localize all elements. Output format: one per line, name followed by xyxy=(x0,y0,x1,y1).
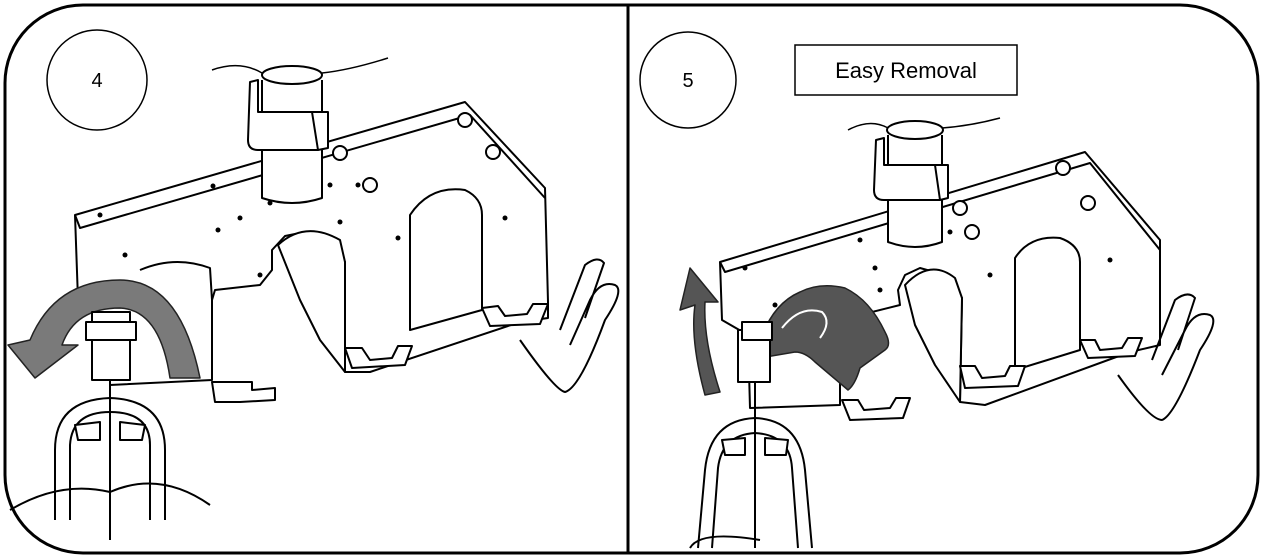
step-5-number: 5 xyxy=(682,70,693,92)
step-5-circle xyxy=(639,31,737,129)
cutout-left xyxy=(139,260,213,301)
wire-clip-4 xyxy=(519,258,620,393)
finger-5 xyxy=(689,535,761,549)
gloved-hand-icon xyxy=(754,285,890,391)
panel-step-4 xyxy=(7,29,620,540)
outer-frame xyxy=(3,3,1260,555)
plate-holes xyxy=(97,182,508,278)
cutout-right-5 xyxy=(1014,236,1081,371)
foot-middle-5 xyxy=(959,365,1026,389)
foot-middle xyxy=(344,345,413,369)
cutout-right xyxy=(409,188,483,331)
cutout-middle-5 xyxy=(904,268,963,403)
velcro-strap-5 xyxy=(873,137,949,201)
velcro-strap xyxy=(247,79,329,151)
rotate-arrow-icon xyxy=(7,279,201,379)
step-4-number: 4 xyxy=(91,70,102,92)
cutout-middle xyxy=(277,230,346,373)
clip-pads-4 xyxy=(74,421,146,441)
sensor-plug-tab xyxy=(85,321,137,341)
finger-4 xyxy=(9,482,211,511)
panel-step-5 xyxy=(639,31,1215,549)
foot-right xyxy=(481,303,549,327)
sensor-plug-tab-5 xyxy=(741,321,773,341)
foot-right-5 xyxy=(1079,337,1143,359)
wire-clip-5 xyxy=(1117,293,1215,421)
clip-pads-5 xyxy=(721,437,789,456)
cable-top-5 xyxy=(847,117,1001,131)
plate-holes-5 xyxy=(742,229,1113,308)
curved-up-arrow-icon xyxy=(679,267,721,396)
foot-left-5 xyxy=(841,397,911,421)
foot-left xyxy=(211,381,276,403)
pole-top-5 xyxy=(886,120,944,140)
plate-screws-5 xyxy=(952,160,1096,240)
caption-easy-removal: Easy Removal xyxy=(835,58,977,83)
pole-top xyxy=(261,65,323,85)
plate-screws xyxy=(332,112,501,193)
glove-finger xyxy=(781,309,828,339)
caption-box xyxy=(794,44,1018,96)
step-4-circle xyxy=(46,29,148,131)
cable-top xyxy=(211,57,389,74)
